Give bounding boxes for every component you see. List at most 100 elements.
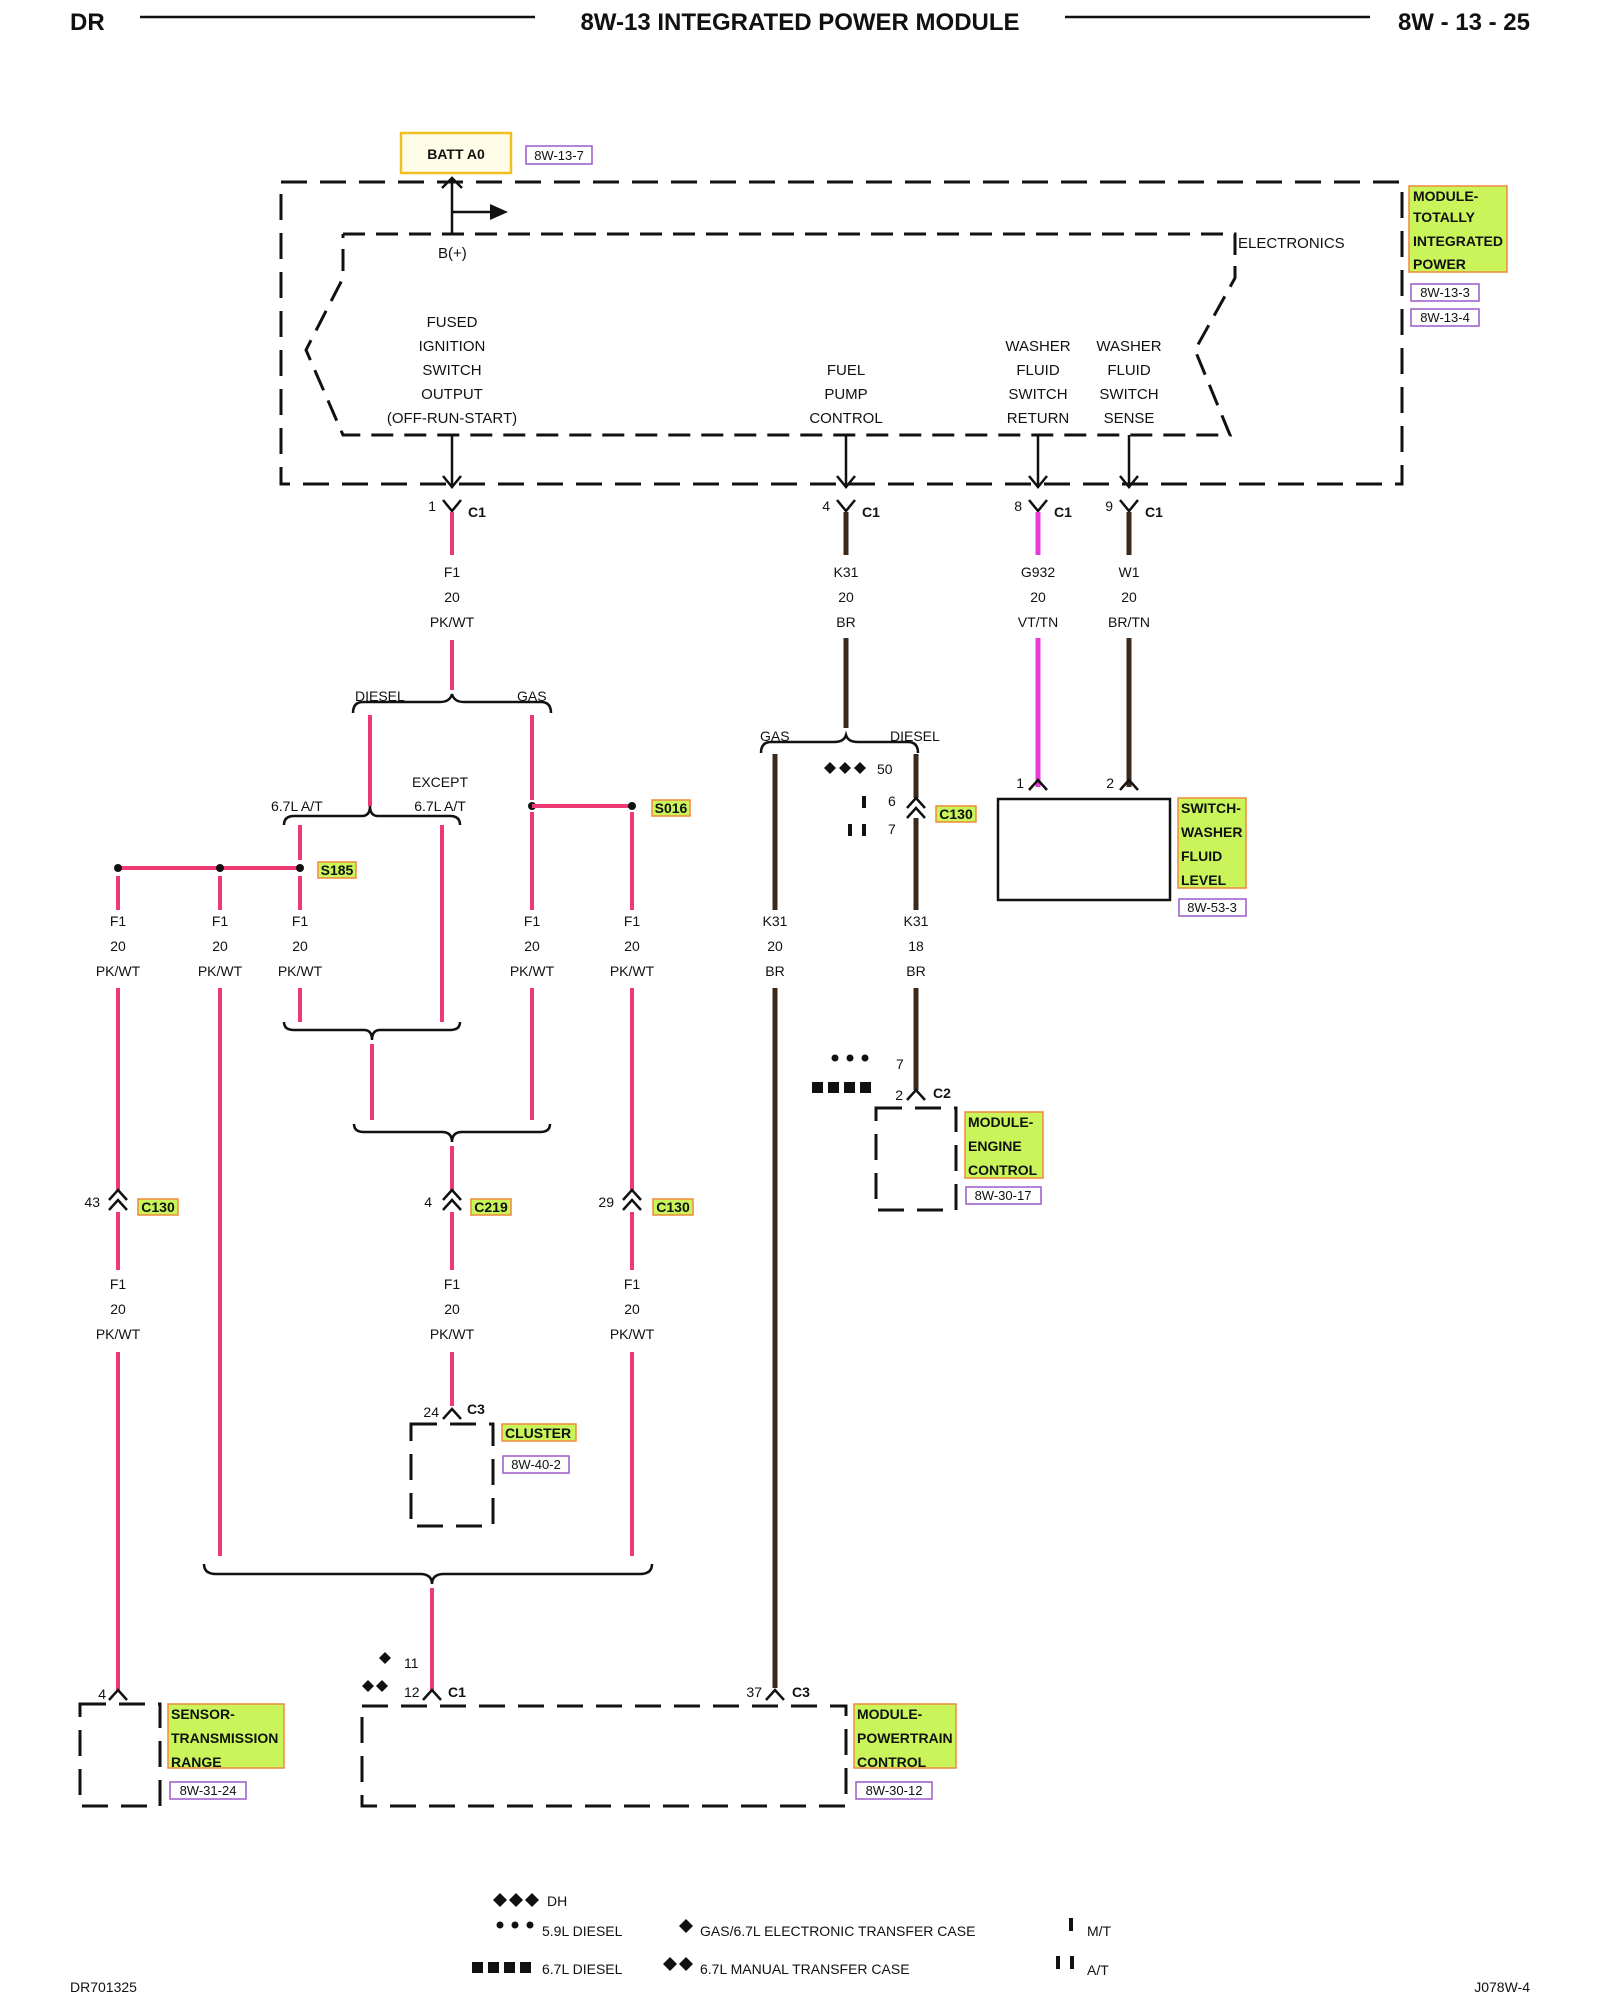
svg-text:12: 12 xyxy=(404,1684,420,1700)
module-tipm-tag: MODULE- TOTALLY INTEGRATED POWER 8W-13-3… xyxy=(1408,185,1508,327)
svg-text:FUSED: FUSED xyxy=(427,314,478,331)
svg-text:20: 20 xyxy=(1121,589,1137,605)
svg-text:ENGINE: ENGINE xyxy=(968,1138,1022,1154)
batt-arrow-icon xyxy=(490,204,508,220)
legend-gas-etc: GAS/6.7L ELECTRONIC TRANSFER CASE xyxy=(700,1923,975,1939)
svg-text:F1: F1 xyxy=(110,1276,127,1292)
svg-text:DIESEL: DIESEL xyxy=(355,688,405,704)
svg-text:PUMP: PUMP xyxy=(824,386,867,403)
svg-text:WASHER: WASHER xyxy=(1181,824,1242,840)
legend-double-diamond-icon xyxy=(663,1957,693,1971)
svg-text:2: 2 xyxy=(895,1087,903,1103)
svg-text:F1: F1 xyxy=(624,913,641,929)
function-washer-return: WASHER FLUID SWITCH RETURN xyxy=(1005,338,1070,427)
svg-text:24: 24 xyxy=(423,1404,439,1420)
svg-text:MODULE-: MODULE- xyxy=(1413,188,1479,204)
header-title: 8W-13 INTEGRATED POWER MODULE xyxy=(580,9,1019,36)
svg-text:BR: BR xyxy=(836,614,855,630)
lower-wires: F1 20 PK/WT F1 20 PK/WT F1 20 PK/WT xyxy=(96,1212,655,1690)
legend-mt: M/T xyxy=(1087,1923,1112,1939)
svg-text:6.7L A/T: 6.7L A/T xyxy=(271,798,323,814)
svg-text:PK/WT: PK/WT xyxy=(96,1326,141,1342)
component-engine-control-module: 7 2 C2 MODULE- ENGINE CONTROL 8W-30-17 xyxy=(812,1054,1044,1212)
wire-g932: G932 20 VT/TN 1 xyxy=(1016,512,1058,791)
diamond-dh-icon xyxy=(824,762,866,774)
inline-connector-c219: 4 C219 xyxy=(424,1188,512,1216)
washer-switch-ref: 8W-53-3 xyxy=(1187,900,1237,915)
legend-dh-icon xyxy=(493,1893,539,1907)
cluster-ref: 8W-40-2 xyxy=(511,1457,561,1472)
legend: DH 5.9L DIESEL 6.7L DIESEL GAS/6.7L ELEC… xyxy=(472,1893,1112,1978)
component-powertrain-control-module: 11 12 C1 37 C3 MODULE- POWERTRAIN CONTRO… xyxy=(360,1652,957,1808)
footer-right: J078W-4 xyxy=(1474,1979,1530,1995)
svg-text:BR: BR xyxy=(906,963,925,979)
svg-text:C1: C1 xyxy=(862,504,880,520)
svg-text:PK/WT: PK/WT xyxy=(510,963,555,979)
svg-text:C130: C130 xyxy=(141,1199,175,1215)
svg-text:20: 20 xyxy=(524,938,540,954)
svg-text:PK/WT: PK/WT xyxy=(610,1326,655,1342)
wire-w1: W1 20 BR/TN 2 xyxy=(1106,512,1150,791)
svg-text:PK/WT: PK/WT xyxy=(610,963,655,979)
svg-text:BR: BR xyxy=(765,963,784,979)
svg-text:PK/WT: PK/WT xyxy=(278,963,323,979)
module-tipm-ref-1: 8W-13-3 xyxy=(1420,285,1470,300)
svg-text:6: 6 xyxy=(888,793,896,809)
svg-text:TRANSMISSION: TRANSMISSION xyxy=(171,1730,278,1746)
svg-text:50: 50 xyxy=(877,761,893,777)
svg-text:OUTPUT: OUTPUT xyxy=(421,386,483,403)
legend-manual-transfer-case: 6.7L MANUAL TRANSFER CASE xyxy=(700,1961,910,1977)
svg-text:C1: C1 xyxy=(1054,504,1072,520)
svg-text:C3: C3 xyxy=(467,1401,485,1417)
svg-text:F1: F1 xyxy=(292,913,309,929)
svg-text:LEVEL: LEVEL xyxy=(1181,872,1227,888)
svg-text:SENSOR-: SENSOR- xyxy=(171,1706,235,1722)
svg-text:9: 9 xyxy=(1105,498,1113,514)
svg-text:INTEGRATED: INTEGRATED xyxy=(1413,233,1503,249)
svg-text:20: 20 xyxy=(110,1301,126,1317)
batt-label: BATT A0 xyxy=(427,146,485,162)
svg-text:SWITCH: SWITCH xyxy=(1099,386,1158,403)
svg-text:4: 4 xyxy=(424,1194,432,1210)
svg-text:11: 11 xyxy=(404,1655,419,1671)
svg-text:20: 20 xyxy=(624,1301,640,1317)
svg-text:CONTROL: CONTROL xyxy=(968,1162,1038,1178)
electronics-label: ELECTRONICS xyxy=(1238,235,1345,252)
svg-text:C1: C1 xyxy=(448,1684,466,1700)
svg-text:RANGE: RANGE xyxy=(171,1754,222,1770)
svg-text:SWITCH: SWITCH xyxy=(1008,386,1067,403)
header-left: DR xyxy=(70,9,105,36)
svg-text:F1: F1 xyxy=(110,913,127,929)
svg-text:PK/WT: PK/WT xyxy=(96,963,141,979)
svg-text:CONTROL: CONTROL xyxy=(809,410,882,427)
function-washer-sense: WASHER FLUID SWITCH SENSE xyxy=(1096,338,1161,427)
svg-text:F1: F1 xyxy=(444,564,461,580)
header-page-number: 8W - 13 - 25 xyxy=(1398,9,1530,36)
batt-source: BATT A0 8W-13-7 B(+) xyxy=(399,131,593,262)
ecm-ref: 8W-30-17 xyxy=(975,1188,1032,1203)
legend-59-diesel: 5.9L DIESEL xyxy=(542,1923,623,1939)
svg-text:FUEL: FUEL xyxy=(827,362,865,379)
electronics-outline xyxy=(304,232,1237,437)
svg-text:20: 20 xyxy=(767,938,783,954)
svg-text:20: 20 xyxy=(444,589,460,605)
footer-left: DR701325 xyxy=(70,1979,137,1995)
svg-text:1: 1 xyxy=(428,498,436,514)
f1-merge xyxy=(116,988,634,1556)
svg-text:K31: K31 xyxy=(904,913,929,929)
svg-text:WASHER: WASHER xyxy=(1096,338,1161,355)
svg-text:C130: C130 xyxy=(656,1199,690,1215)
svg-text:20: 20 xyxy=(212,938,228,954)
svg-text:20: 20 xyxy=(292,938,308,954)
svg-text:7: 7 xyxy=(896,1056,904,1072)
svg-text:C219: C219 xyxy=(474,1199,508,1215)
svg-text:29: 29 xyxy=(598,1194,614,1210)
bplus-label: B(+) xyxy=(438,245,467,262)
k31-branches: 50 6 7 C130 xyxy=(772,754,977,1688)
svg-text:WASHER: WASHER xyxy=(1005,338,1070,355)
svg-text:20: 20 xyxy=(444,1301,460,1317)
svg-text:20: 20 xyxy=(1030,589,1046,605)
svg-text:PK/WT: PK/WT xyxy=(198,963,243,979)
svg-text:PK/WT: PK/WT xyxy=(430,1326,475,1342)
